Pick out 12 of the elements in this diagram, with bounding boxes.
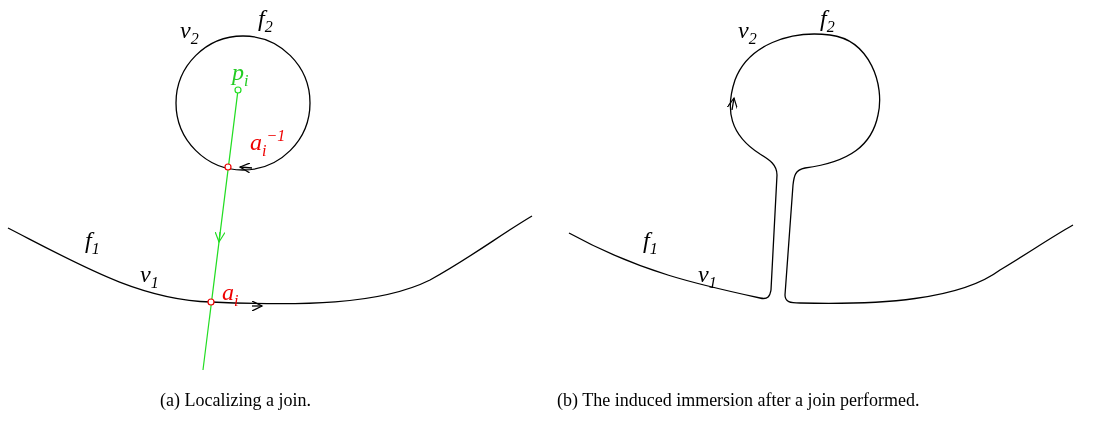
math-label: p$_{i}$: [232, 60, 249, 89]
math-label: v$_{1}$: [698, 262, 717, 291]
math-label: v$_{2}$: [180, 18, 199, 47]
math-label: f$_{1}$: [85, 228, 100, 257]
math-label: v$_{1}$: [140, 262, 159, 291]
caption: (b) The induced immersion after a join performed.: [557, 389, 921, 412]
caption: (a) Localizing a join.: [160, 389, 311, 412]
math-label: v$_{2}$: [738, 18, 757, 47]
math-label: f$_{1}$: [643, 228, 658, 257]
math-label: f$_{2}$: [258, 6, 273, 35]
math-label: a$_{i}$: [222, 280, 239, 309]
math-label: f$_{2}$: [820, 6, 835, 35]
